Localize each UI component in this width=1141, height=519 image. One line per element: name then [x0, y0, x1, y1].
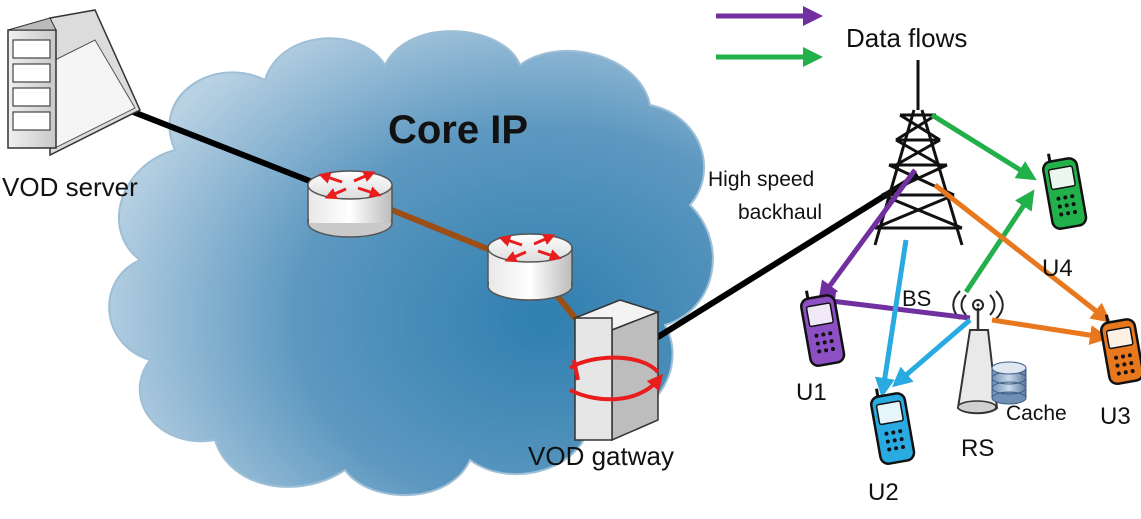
core-ip-title: Core IP	[388, 108, 528, 152]
u2-label: U2	[868, 479, 899, 506]
tower-icon	[873, 60, 964, 246]
u3-label: U3	[1100, 403, 1131, 430]
mobile-phone-icon	[1100, 314, 1141, 386]
router-icon	[307, 170, 393, 238]
cache-database-icon	[991, 361, 1027, 405]
flow-rs-u2	[891, 318, 972, 388]
vod-server-label: VOD server	[2, 172, 138, 202]
mobile-phone-icon	[800, 290, 846, 367]
flow-rs-u3	[991, 317, 1110, 346]
bs-label: BS	[902, 286, 931, 311]
flow-bs-u2	[874, 239, 909, 398]
relay-station-icon	[952, 290, 1004, 415]
flow-bs-u4	[930, 112, 1037, 181]
mobile-phone-icon	[1042, 153, 1088, 230]
mobile-phone-icon	[870, 388, 916, 465]
u1-label: U1	[796, 379, 827, 406]
legend: Data flows	[716, 6, 967, 67]
router-icon	[487, 233, 573, 301]
data-flows	[815, 112, 1112, 398]
backhaul-label-line1: High speed	[708, 168, 814, 191]
cache-label: Cache	[1006, 402, 1067, 425]
flow-rs-u4	[963, 189, 1035, 294]
flow-bs-u3	[933, 183, 1112, 323]
vod-gateway-label: VOD gatway	[528, 441, 674, 471]
server-icon	[7, 9, 141, 157]
u4-label: U4	[1042, 255, 1073, 282]
legend-label: Data flows	[846, 23, 967, 53]
gateway-icon	[568, 299, 664, 442]
core-ip-cloud	[108, 30, 714, 496]
backhaul-label-line2: backhaul	[738, 201, 822, 224]
flow-bs-u1	[818, 168, 918, 302]
rs-label: RS	[961, 435, 994, 462]
